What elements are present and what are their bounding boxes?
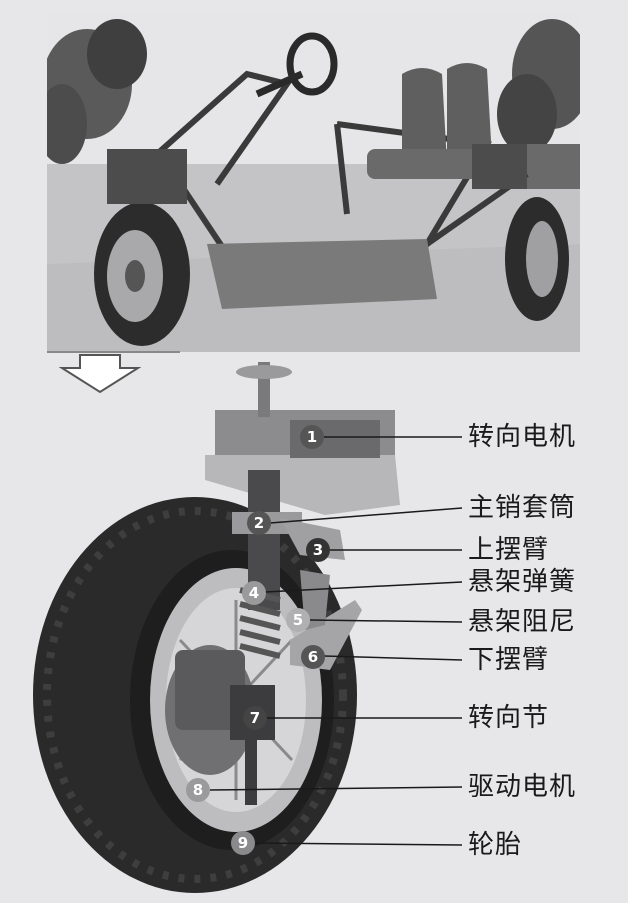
callout-label-steering-motor: 转向电机 bbox=[468, 422, 577, 452]
floor-panel bbox=[207, 239, 437, 309]
seat bbox=[367, 63, 497, 179]
svg-text:6: 6 bbox=[308, 648, 318, 666]
callout-label-upper-arm: 上摆臂 bbox=[468, 535, 550, 565]
callout-marker-8: 8 bbox=[186, 778, 210, 802]
vehicle-chassis-illustration bbox=[47, 14, 580, 352]
callout-label-suspension-damper: 悬架阻尼 bbox=[468, 607, 577, 637]
svg-text:9: 9 bbox=[238, 834, 248, 852]
motor-box-right bbox=[472, 144, 527, 189]
callout-marker-6: 6 bbox=[301, 645, 325, 669]
svg-text:1: 1 bbox=[307, 428, 317, 446]
callout-label-lower-arm: 下摆臂 bbox=[468, 645, 550, 675]
plant-left bbox=[47, 19, 147, 164]
svg-text:4: 4 bbox=[249, 584, 259, 602]
callout-label-suspension-spring: 悬架弹簧 bbox=[468, 567, 577, 597]
steering-motor bbox=[205, 410, 400, 515]
motor-box-left bbox=[107, 149, 187, 204]
svg-text:7: 7 bbox=[250, 709, 260, 727]
callout-marker-1: 1 bbox=[300, 425, 324, 449]
callout-marker-9: 9 bbox=[231, 831, 255, 855]
callout-marker-5: 5 bbox=[286, 608, 310, 632]
callout-label-drive-motor: 驱动电机 bbox=[468, 772, 577, 802]
callout-marker-2: 2 bbox=[247, 511, 271, 535]
wheel-front-left bbox=[94, 202, 190, 346]
callout-label-knuckle: 转向节 bbox=[468, 703, 550, 733]
callout-label-kingpin-sleeve: 主销套筒 bbox=[468, 493, 577, 523]
svg-text:5: 5 bbox=[293, 611, 303, 629]
wheel-rear-right bbox=[505, 197, 569, 321]
svg-text:8: 8 bbox=[193, 781, 203, 799]
callout-marker-7: 7 bbox=[243, 706, 267, 730]
callout-marker-4: 4 bbox=[242, 581, 266, 605]
callout-markers: 1 2 3 4 5 6 7 8 9 bbox=[186, 425, 330, 855]
down-arrow bbox=[58, 354, 142, 394]
svg-text:2: 2 bbox=[254, 514, 264, 532]
svg-text:3: 3 bbox=[313, 541, 323, 559]
steering-wheel bbox=[255, 32, 338, 98]
callout-marker-3: 3 bbox=[306, 538, 330, 562]
callout-label-tire: 轮胎 bbox=[468, 830, 523, 860]
vehicle-chassis-photo bbox=[47, 14, 580, 352]
plant-right bbox=[497, 19, 580, 189]
